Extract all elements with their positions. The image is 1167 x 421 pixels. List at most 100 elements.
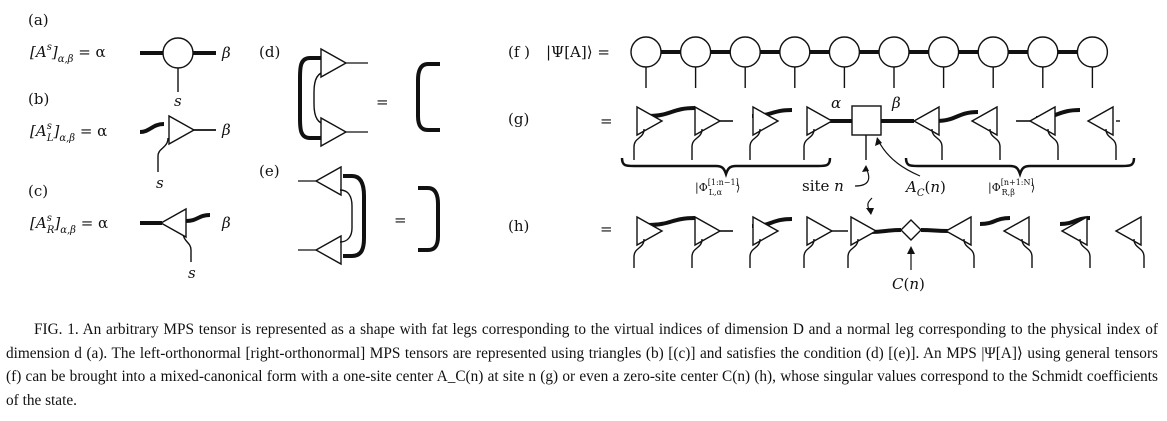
left-orthonormal-triangle [752,105,780,137]
mps-tensor-circle [878,36,910,68]
physical-leg [1105,128,1117,160]
panel-d-tag: (d) [259,43,280,61]
mixed-canonical-chain [633,105,1120,160]
center-tensor-square [851,105,882,136]
panel-d: (d) = [259,43,440,147]
center-label-c: C(n) [892,275,925,293]
panel-e-tag: (e) [259,162,280,180]
right-orthonormal-triangle [160,208,187,238]
panel-a-beta: β [221,44,231,62]
mps-tensor-circle [828,36,861,68]
right-orthonormal-triangle [944,215,972,247]
left-orthonormal-triangle [168,115,195,145]
mps-tensor-circle [927,36,960,68]
panel-g-equals: = [600,112,613,130]
panel-a-lhs: [As]α,β = α [30,42,106,65]
physical-leg [749,238,761,268]
left-orthonormal-triangle [636,215,664,247]
physical-leg [1047,128,1059,160]
virtual-bond [647,106,696,118]
panel-g-beta: β [891,94,901,112]
panel-d-equals: = [376,93,389,111]
panel-a-s: s [174,92,182,110]
physical-leg [847,238,859,268]
panel-h-equals: = [600,220,613,238]
virtual-bond [935,110,979,123]
physical-leg [1133,238,1145,268]
panel-g: (g) = α β |Φ[1:n−1]L,α⟩ |Φ[n+1:N]R,β⟩ si… [508,94,1136,215]
panel-e-equals: = [394,211,407,229]
left-orthonormal-triangle [694,105,722,137]
right-brace-label: |Φ[n+1:N]R,β⟩ [988,178,1035,197]
left-orthonormal-triangle [636,105,664,137]
panel-c-tag: (c) [28,182,48,200]
mps-tensor-circle [977,36,1009,68]
panel-a: (a) [As]α,β = α β s [28,11,231,110]
right-brace [904,157,1136,178]
mps-tensor-circle [679,36,712,68]
mps-tensor-circle [729,36,761,68]
left-orthonormal-triangle [806,105,834,137]
panel-f-lhs: |Ψ[A]⟩ = [546,43,610,61]
physical-leg [1079,238,1091,268]
zero-site-center-chain [633,215,1145,268]
caption-label: FIG. 1. [34,321,79,338]
panel-b-beta: β [221,121,231,139]
panel-h: (h) = C(n) [508,215,1145,293]
panel-f-tag: (f ) [508,43,530,61]
physical-leg [803,128,815,160]
right-orthonormal-triangle [970,105,998,137]
physical-leg [1021,238,1033,268]
mps-tensor-circle [779,36,811,68]
mps-tensor-circle [162,37,194,69]
panel-c-beta: β [221,214,231,232]
physical-leg [633,128,645,160]
physical-leg [931,128,943,160]
site-n-label: site n [802,177,844,195]
left-brace-label: |Φ[1:n−1]L,α⟩ [695,178,740,197]
virtual-bond [979,216,1011,226]
left-orthonormal-triangle [850,215,878,247]
left-orthonormal-triangle [806,215,834,247]
left-brace [620,157,832,178]
panel-f: (f ) |Ψ[A]⟩ = [508,36,1109,88]
center-label-ac: AC(n) [904,178,946,199]
mps-tensor-circle [630,36,662,68]
center-diamond [900,219,922,241]
right-orthonormal-triangle [1028,105,1056,137]
right-orthonormal-triangle [912,105,940,137]
panel-g-alpha: α [831,94,841,112]
mps-chain-circles [630,36,1109,88]
panel-b-s: s [156,174,164,192]
right-orthonormal-triangle [1086,105,1114,137]
panel-h-tag: (h) [508,217,529,235]
virtual-bond [920,228,949,233]
panel-b-tag: (b) [28,90,49,108]
virtual-bond [647,216,696,227]
mps-tensor-circle [1076,36,1109,68]
panel-g-tag: (g) [508,110,529,128]
physical-leg [633,238,645,268]
mps-tensor-circle [1027,36,1059,68]
physical-leg [691,238,703,268]
left-orthonormal-triangle [752,215,780,247]
panel-c-s: s [188,264,196,282]
physical-leg [963,238,975,268]
right-orthonormal-triangle [1060,215,1088,247]
right-orthonormal-triangle [1114,215,1142,247]
right-orthonormal-triangle [1002,215,1030,247]
physical-leg [691,128,703,160]
physical-leg [749,128,761,160]
physical-leg [803,238,815,268]
panel-a-tag: (a) [28,11,49,29]
caption-text: An arbitrary MPS tensor is represented a… [6,321,1158,409]
figure-caption: FIG. 1. An arbitrary MPS tensor is repre… [6,318,1158,412]
left-orthonormal-triangle [694,215,722,247]
physical-leg [989,128,1001,160]
panel-e: (e) = [259,162,440,265]
